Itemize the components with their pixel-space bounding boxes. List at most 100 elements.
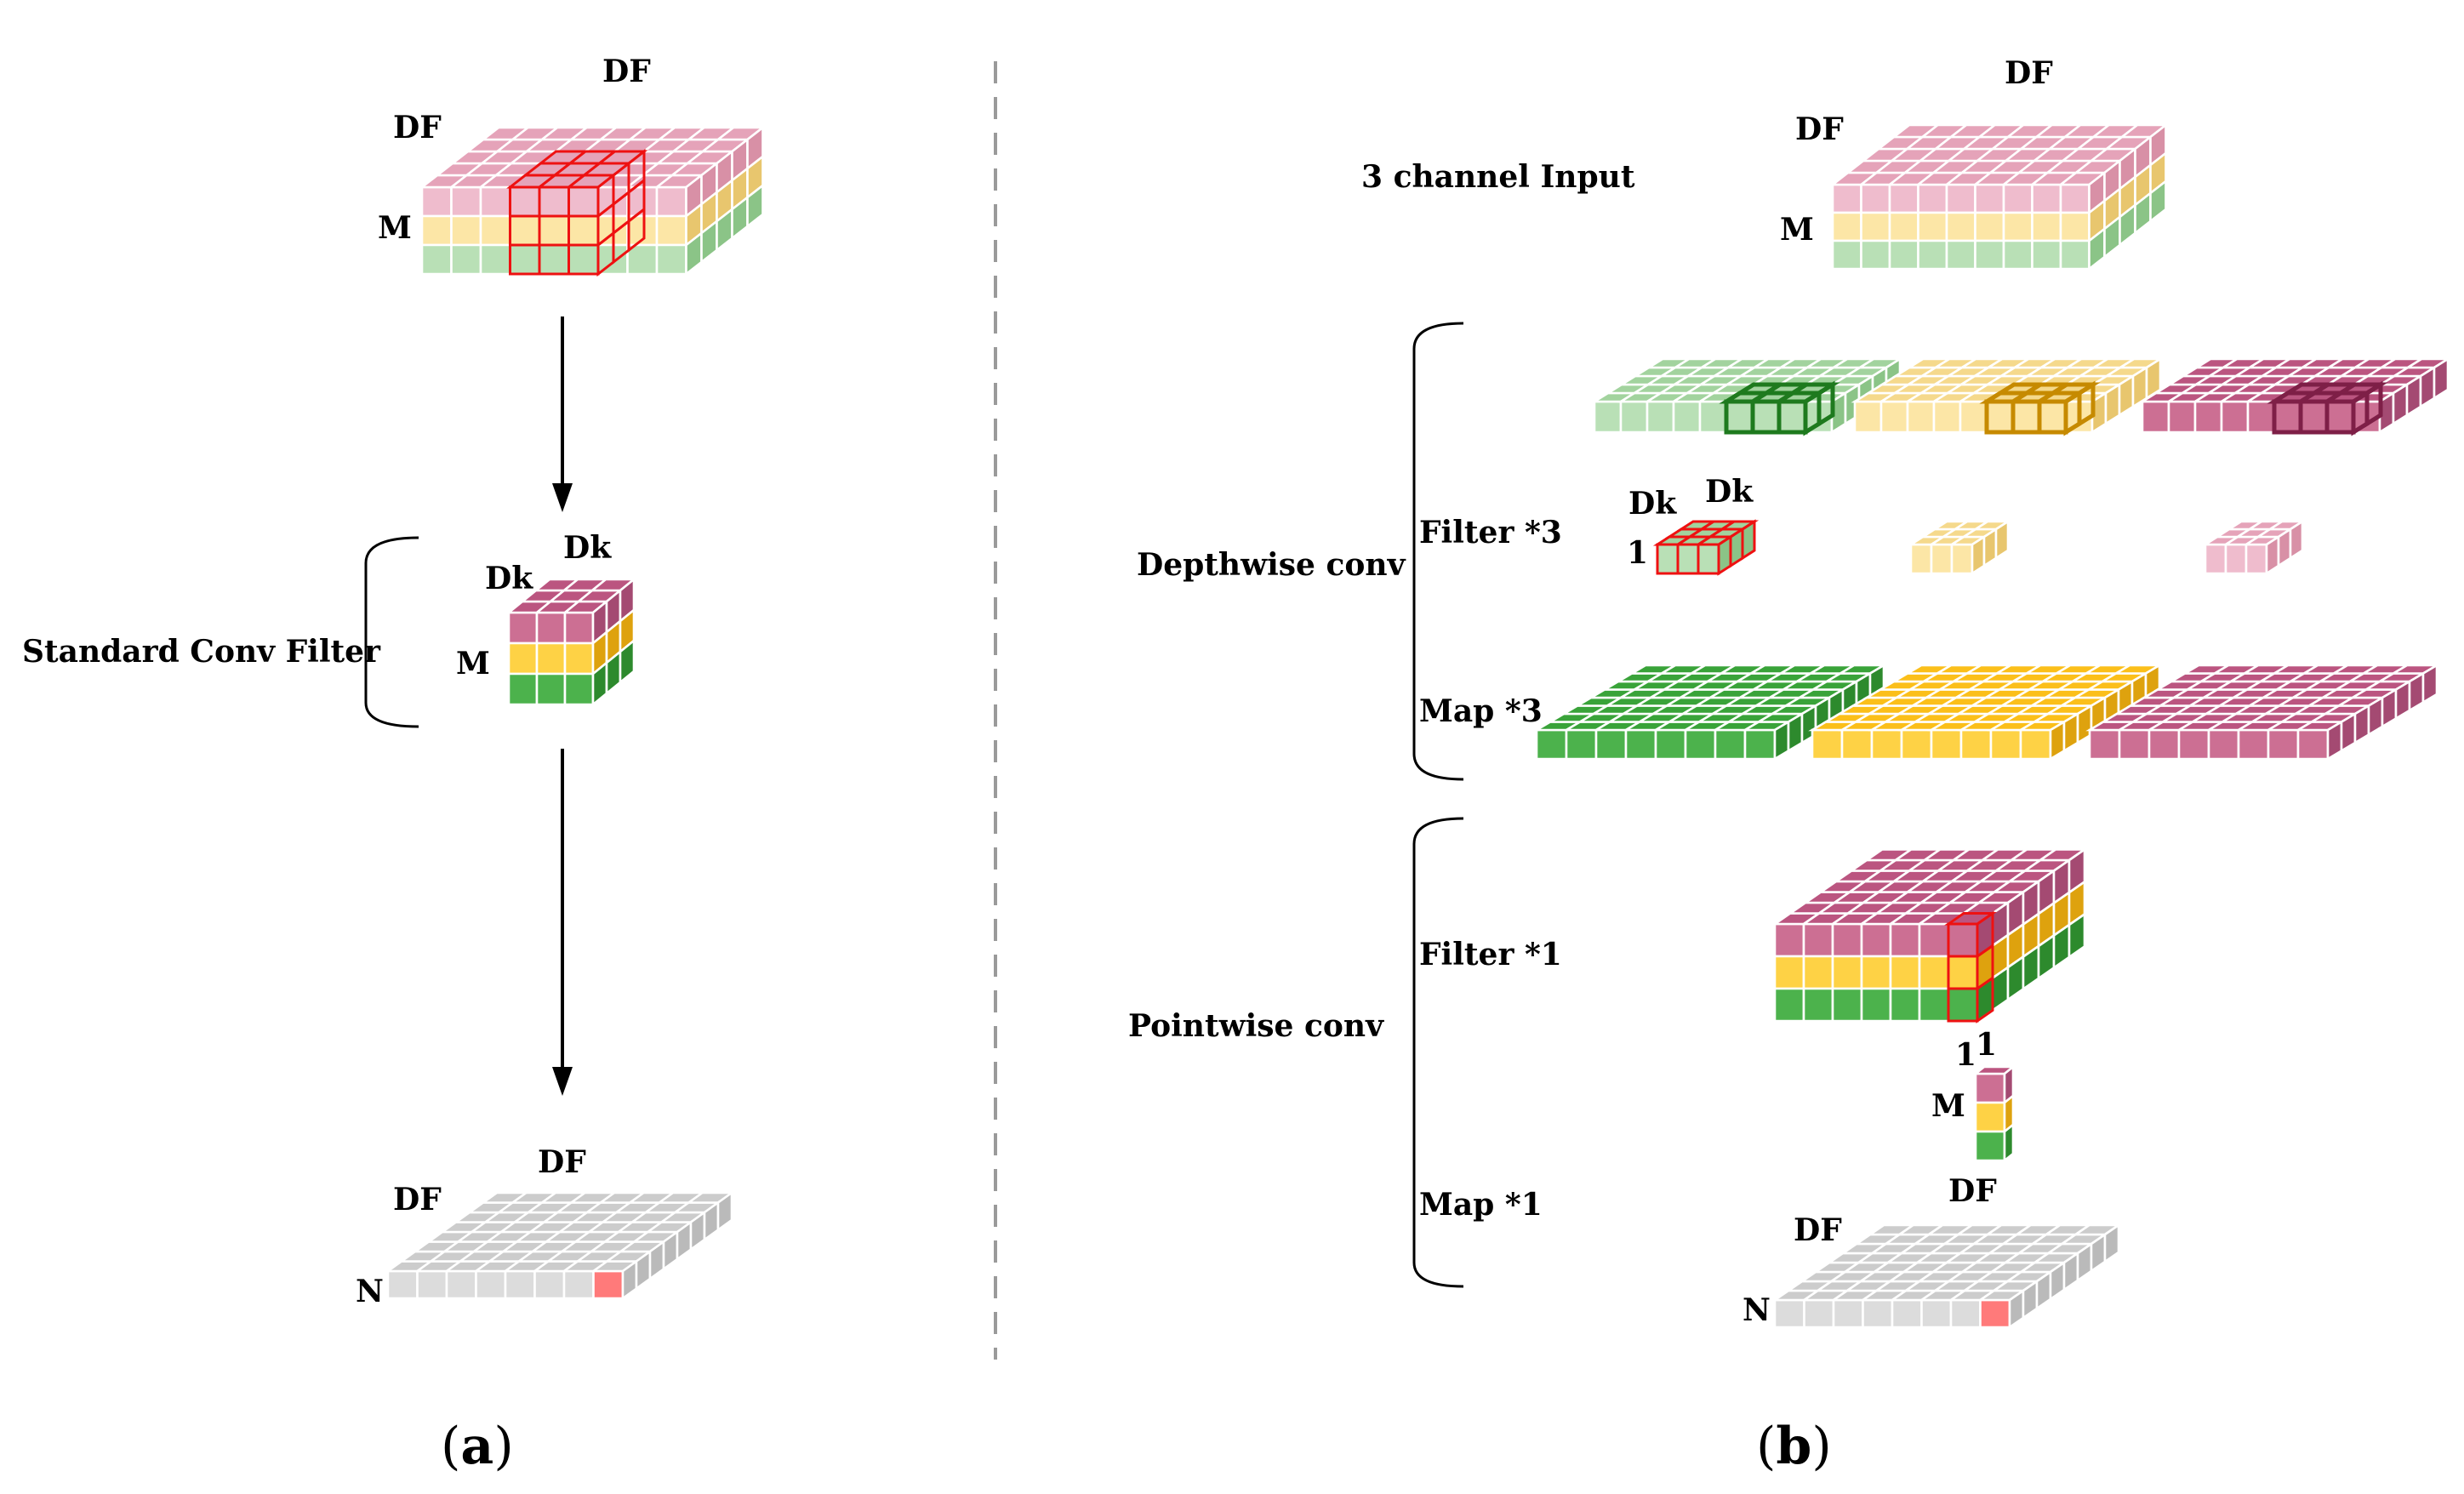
b-pointwise-one-left: 1 <box>1955 1037 1976 1073</box>
front-cell <box>2267 728 2300 761</box>
front-cell <box>655 214 687 247</box>
front-cell <box>1803 1298 1835 1329</box>
side-cell <box>2265 534 2280 576</box>
a-filter-dk-top: Dk <box>563 530 612 566</box>
front-cell <box>1889 955 1921 990</box>
front-cell <box>2207 728 2240 761</box>
front-cell <box>2220 400 2250 434</box>
front-cell <box>1974 1101 2006 1133</box>
front-cell <box>1624 728 1657 761</box>
side-cell <box>2149 179 2167 224</box>
front-cell <box>479 185 511 218</box>
side-cell <box>2433 356 2450 401</box>
front-cell <box>1909 543 1933 575</box>
front-cell <box>1930 728 1963 761</box>
front-cell <box>655 243 687 276</box>
front-cell <box>1802 955 1834 990</box>
front-cell <box>538 214 570 247</box>
b-output-df-top: DF <box>1948 1173 1997 1209</box>
front-cell <box>2002 239 2033 271</box>
front-cell <box>2177 728 2210 761</box>
front-cell <box>1985 400 2015 434</box>
front-cell <box>2031 183 2062 214</box>
front-cell <box>479 243 511 276</box>
b-depthwise-map-label: Map *3 <box>1419 693 1543 729</box>
front-cell <box>1989 728 2022 761</box>
side-cell <box>746 183 764 229</box>
front-cell <box>1906 400 1936 434</box>
front-cell <box>1945 239 1976 271</box>
front-cell <box>2244 543 2268 575</box>
a-output-block <box>384 1190 736 1301</box>
b-pointwise-filter <box>1972 1064 2016 1163</box>
front-cell <box>1918 922 1950 958</box>
side-cell <box>2068 912 2086 960</box>
front-cell <box>1773 955 1805 990</box>
b-depthwise-title: Depthwise conv <box>1137 547 1406 583</box>
front-cell <box>1860 183 1891 214</box>
front-cell <box>1947 922 1979 958</box>
highlight-overlays <box>506 148 2388 1024</box>
front-cell <box>1751 400 1781 434</box>
front-cell <box>563 672 595 706</box>
front-cell <box>1831 239 1862 271</box>
front-cell <box>1900 728 1933 761</box>
front-cell <box>450 185 482 218</box>
b-depthwise-slab-magenta <box>2138 356 2452 435</box>
b-pointwise-m: M <box>1931 1088 1965 1124</box>
a-output-df-left: DF <box>393 1182 442 1217</box>
front-cell <box>420 243 453 276</box>
front-cell <box>2299 400 2329 434</box>
front-cell <box>1773 922 1805 958</box>
depthwise-bracket <box>1412 322 1464 781</box>
front-cell <box>1840 728 1874 761</box>
side-cell <box>2003 1122 2015 1163</box>
flow-arrow-1 <box>552 316 573 512</box>
front-cell <box>507 642 539 676</box>
a-filter-dk-left: Dk <box>485 561 533 596</box>
front-cell <box>1656 543 1680 575</box>
front-cell <box>562 1269 595 1300</box>
b-input-m: M <box>1780 212 1814 248</box>
b-pointwise-map <box>1771 1223 2123 1330</box>
front-cell <box>2224 543 2248 575</box>
front-cell <box>1535 728 1568 761</box>
side-cell <box>2289 519 2304 561</box>
front-cell <box>1860 955 1892 990</box>
front-cell <box>533 1269 566 1300</box>
front-cell <box>2038 400 2068 434</box>
front-cell <box>1920 1298 1953 1329</box>
front-cell <box>445 1269 477 1300</box>
front-cell <box>1860 239 1891 271</box>
front-cell <box>1777 400 1807 434</box>
front-cell <box>1619 400 1649 434</box>
b-depthwise-dk-top: Dk <box>1705 474 1754 510</box>
a-filter-title: Standard Conv Filter <box>22 634 381 670</box>
b-pointwise-highlight <box>1944 910 1997 1024</box>
b-depthwise-filter-pink <box>2201 519 2307 576</box>
front-cell <box>1593 400 1623 434</box>
front-cell <box>2059 239 2090 271</box>
front-cell <box>509 185 541 218</box>
b-pointwise-map-label: Map *1 <box>1419 1187 1543 1223</box>
front-cell <box>2118 728 2151 761</box>
front-cell <box>1832 1298 1864 1329</box>
front-cell <box>2325 400 2355 434</box>
front-cell <box>1918 987 1950 1023</box>
front-cell <box>420 214 453 247</box>
filter-bracket <box>364 536 419 728</box>
front-cell <box>563 611 595 645</box>
a-output-df-top: DF <box>538 1144 586 1180</box>
front-cell <box>1917 183 1948 214</box>
b-input-df-left: DF <box>1795 111 1844 147</box>
front-cell <box>1945 211 1976 242</box>
pointwise-bracket <box>1412 817 1464 1288</box>
side-cell <box>1971 534 1986 576</box>
front-cell <box>2002 211 2033 242</box>
front-cell <box>2273 400 2302 434</box>
front-cell <box>1565 728 1598 761</box>
front-cell <box>1831 211 1862 242</box>
front-cell <box>1945 183 1976 214</box>
front-cell <box>1947 955 1979 990</box>
b-filter-green-outline <box>1652 519 1760 576</box>
